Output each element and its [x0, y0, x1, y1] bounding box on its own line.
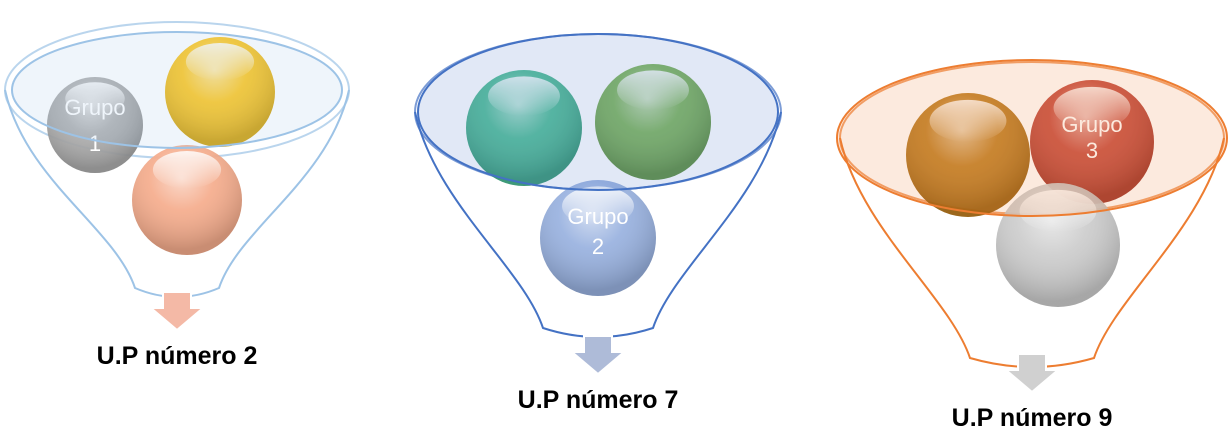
- funnel-1-rim: [11, 31, 343, 149]
- ball-label-line: Grupo: [1061, 112, 1122, 137]
- funnel-1-down-arrow-icon: [148, 291, 206, 332]
- ball-gloss: [1019, 189, 1097, 232]
- funnel-1-ball-2: [165, 37, 275, 147]
- ball-gloss: [152, 151, 222, 189]
- funnel-3-down-arrow-icon: [1003, 353, 1061, 394]
- funnel-1-ball-3: [132, 145, 242, 255]
- funnel-1-ball-1: Grupo 1: [47, 77, 143, 173]
- ball-gloss: [617, 70, 689, 110]
- ball-label-line: Grupo: [64, 95, 125, 120]
- funnel-2: Grupo 2: [414, 33, 782, 376]
- ball-label-line: 2: [592, 234, 604, 259]
- funnel-2-ball-1: [466, 70, 582, 186]
- ball-label-line: 3: [1086, 138, 1098, 163]
- ball-gloss: [185, 43, 255, 81]
- funnel-1-caption: U.P número 2: [96, 342, 258, 370]
- ball-gloss: [1053, 86, 1131, 129]
- ball-gloss: [488, 76, 560, 116]
- funnel-2-ball-3: Grupo 2: [540, 180, 656, 296]
- ball-gloss: [562, 186, 634, 226]
- ball-gloss: [929, 99, 1007, 142]
- funnel-3-ball-3: [996, 183, 1120, 307]
- funnel-2-down-arrow-icon: [569, 335, 627, 376]
- funnel-1: Grupo 1: [4, 21, 350, 332]
- funnel-2-rim: [417, 33, 779, 191]
- funnel-2-ball-2: [595, 64, 711, 180]
- funnel-3-ball-1: [906, 93, 1030, 217]
- ball-label-line: Grupo: [567, 204, 628, 229]
- funnel-3-rim: [836, 59, 1228, 217]
- funnel-2-caption: U.P número 7: [517, 386, 679, 414]
- ball-label-line: 1: [89, 131, 101, 156]
- ball-gloss: [65, 82, 125, 115]
- funnel-3-caption: U.P número 9: [951, 404, 1113, 432]
